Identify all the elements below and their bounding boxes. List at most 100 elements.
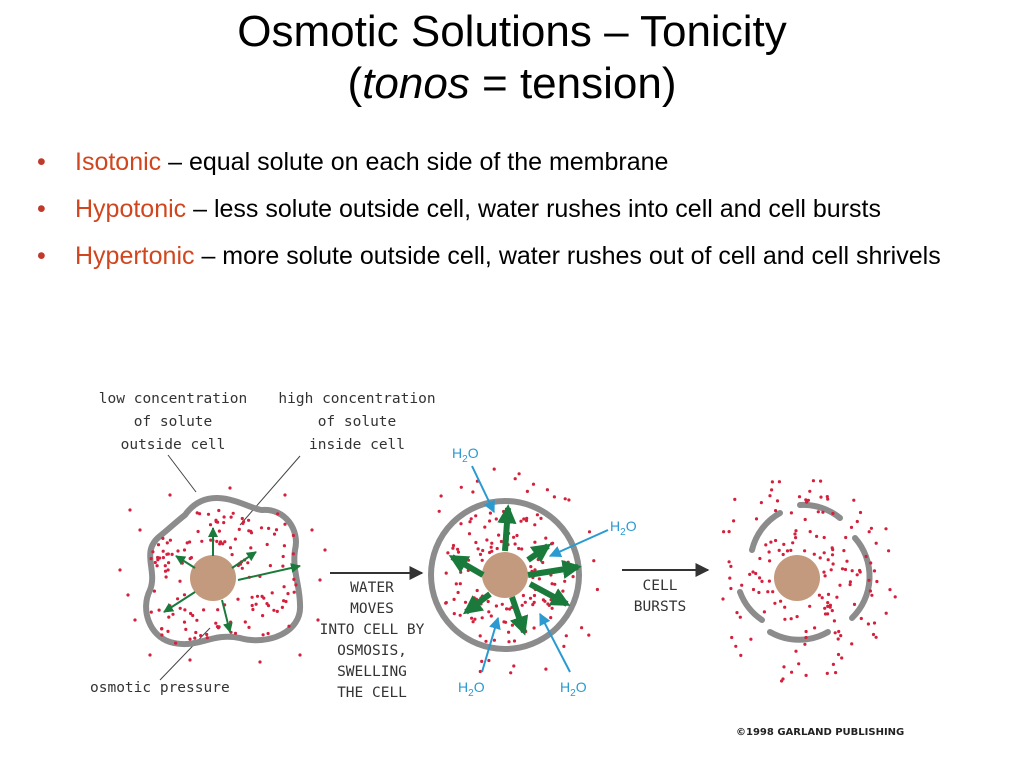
- solute-dot: [552, 495, 557, 499]
- solute-dot: [178, 579, 182, 583]
- solute-dot: [217, 529, 221, 533]
- solute-dot: [783, 605, 787, 609]
- solute-dot: [495, 546, 499, 551]
- solute-dot: [157, 608, 161, 612]
- step-line: WATER: [350, 580, 394, 596]
- solute-dot: [255, 594, 260, 598]
- solute-dot: [834, 671, 838, 675]
- step-line: MOVES: [350, 601, 394, 617]
- step-line: SWELLING: [337, 664, 407, 680]
- solute-dot: [757, 590, 761, 595]
- solute-dot: [825, 495, 829, 499]
- solute-dot: [206, 512, 211, 516]
- solute-dot: [815, 534, 819, 538]
- solute-dot: [231, 511, 235, 515]
- solute-dot: [869, 526, 874, 530]
- solute-dot: [858, 570, 862, 574]
- solute-dot: [272, 532, 277, 536]
- solute-dot: [507, 607, 512, 611]
- solute-dot: [760, 579, 764, 583]
- solute-dot: [475, 588, 479, 593]
- solute-dot: [533, 540, 537, 544]
- solute-dot: [848, 580, 853, 584]
- solute-dot: [520, 547, 524, 551]
- solute-dot: [771, 590, 775, 594]
- solute-dot: [524, 519, 529, 523]
- solute-dot: [176, 597, 180, 601]
- solute-dot: [504, 620, 508, 624]
- solute-dot: [291, 552, 295, 556]
- solute-dot: [517, 472, 521, 476]
- solute-dot: [474, 514, 478, 518]
- h2o-label: H2O: [610, 518, 637, 538]
- solute-dot: [489, 614, 493, 618]
- solute-dot: [823, 612, 828, 616]
- solute-dot: [266, 631, 270, 636]
- solute-dot: [721, 597, 725, 601]
- solute-dot: [237, 527, 241, 531]
- solute-dot: [282, 544, 286, 548]
- solute-dot: [151, 550, 155, 554]
- solute-dot: [281, 564, 285, 568]
- solute-dot: [563, 497, 567, 501]
- svg-text:H2O: H2O: [452, 445, 479, 465]
- solute-dot: [729, 564, 733, 568]
- solute-dot: [459, 522, 463, 526]
- solute-dot: [509, 671, 513, 675]
- solute-dot: [537, 577, 542, 581]
- solute-dot: [842, 549, 846, 553]
- solute-dot: [265, 542, 269, 547]
- solute-dot: [535, 513, 540, 517]
- solute-dot: [547, 603, 551, 607]
- solute-dot: [536, 557, 540, 562]
- solute-dot: [840, 656, 844, 660]
- solute-dot: [487, 610, 491, 614]
- solute-dot: [185, 541, 189, 545]
- solute-dot: [872, 569, 877, 573]
- solute-dot: [156, 543, 161, 547]
- bullet-hypertonic: Hypertonic – more solute outside cell, w…: [30, 238, 1000, 274]
- solute-dot: [164, 575, 168, 579]
- solute-dot: [819, 495, 823, 499]
- solute-dot: [488, 519, 492, 523]
- solute-dot: [310, 528, 314, 532]
- solute-dot: [265, 602, 269, 606]
- solute-dot: [223, 540, 227, 544]
- solute-dot: [459, 570, 463, 574]
- solute-dot: [167, 615, 171, 619]
- solute-dot: [228, 486, 232, 490]
- copyright: ©1998 GARLAND PUBLISHING: [736, 727, 904, 738]
- solute-dot: [567, 498, 571, 502]
- bullet-text: – more solute outside cell, water rushes…: [194, 242, 941, 270]
- solute-dot: [732, 519, 736, 523]
- solute-dot: [830, 546, 834, 550]
- solute-dot: [483, 525, 487, 529]
- solute-dot: [153, 560, 157, 565]
- solute-dot: [843, 567, 848, 572]
- solute-dot: [545, 488, 550, 492]
- solute-dot: [229, 515, 233, 519]
- solute-dot: [831, 511, 835, 516]
- solute-dot: [233, 537, 237, 541]
- solute-dot: [768, 559, 772, 563]
- solute-dot: [532, 626, 536, 630]
- bullet-text: – equal solute on each side of the membr…: [161, 148, 669, 176]
- solute-dot: [739, 653, 743, 657]
- step-line: INTO CELL BY: [320, 622, 425, 638]
- solute-dot: [762, 610, 767, 614]
- solute-dot: [867, 578, 871, 582]
- solute-dot: [247, 518, 251, 522]
- solute-dot: [318, 578, 322, 582]
- solute-dot: [492, 638, 496, 642]
- solute-dot: [804, 629, 808, 634]
- solute-dot: [571, 575, 575, 579]
- solute-dot: [823, 574, 827, 578]
- solute-dot: [844, 535, 848, 540]
- solute-dot: [261, 633, 265, 637]
- solute-dot: [183, 608, 187, 612]
- osmosis-diagram: low concentration of solute outside cell…: [90, 391, 904, 738]
- solute-dot: [166, 568, 170, 572]
- step-line: BURSTS: [634, 599, 686, 615]
- solute-dot: [774, 538, 778, 543]
- solute-dot: [451, 546, 455, 550]
